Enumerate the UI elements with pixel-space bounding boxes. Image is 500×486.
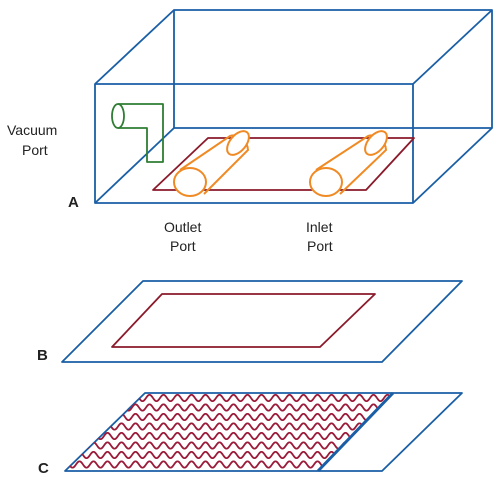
wave-line [65,412,393,422]
inlet-port-label-line1: Inlet [306,219,333,235]
wave-line [65,450,393,460]
plate-c [64,392,463,472]
wave-line [65,460,393,469]
outlet-port-cylinder [173,130,250,197]
panel-b-label: B [37,347,48,364]
chamber-gasket [152,137,415,191]
outlet-port-label-line1: Outlet [164,219,201,235]
panel-a-label: A [68,194,79,211]
inlet-port-cylinder [309,130,388,197]
vacuum-port [111,103,164,163]
wave-line [65,441,393,450]
chamber-edge-bottom-left [94,127,175,204]
wave-line [65,403,393,412]
chamber-edge-top-left [94,9,175,85]
vacuum-port-label-line1: Vacuum [7,122,57,138]
inlet-port-label-line2: Port [307,238,333,254]
pattern-edge-c [316,391,395,473]
wave-line [65,422,393,431]
vacuum-port-label-line2: Port [22,142,48,158]
chamber-edge-top-right [412,9,493,85]
chamber-box [94,9,493,204]
chamber-edge-bottom-right [412,127,493,204]
wave-line [65,431,393,441]
outlet-port-label-line2: Port [170,238,196,254]
wave-line [65,393,393,403]
chamber-back-face [173,9,493,129]
panel-c-label: C [38,460,49,477]
gasket-b [111,293,376,348]
plate-b [61,280,463,363]
